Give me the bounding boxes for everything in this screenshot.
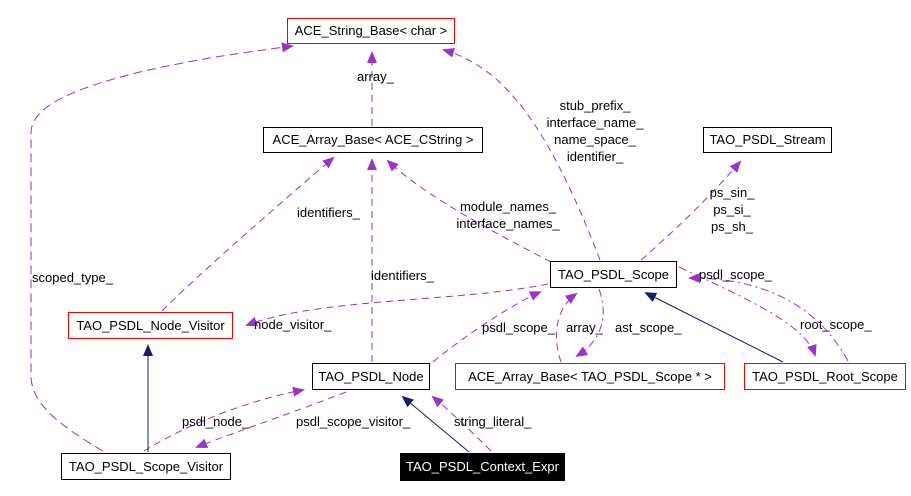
edge-inherit-context-expr-node bbox=[401, 395, 470, 453]
node-tao-psdl-root-scope[interactable]: TAO_PSDL_Root_Scope bbox=[744, 363, 906, 390]
edge-psdl-scope-right bbox=[688, 273, 849, 362]
edge-node-visitor bbox=[245, 283, 549, 327]
edge-psdl-scope-visitor bbox=[195, 391, 347, 449]
edge-inherit-root-scope-scope bbox=[644, 292, 784, 363]
node-tao-psdl-stream[interactable]: TAO_PSDL_Stream bbox=[703, 127, 832, 153]
node-tao-psdl-scope[interactable]: TAO_PSDL_Scope bbox=[550, 261, 677, 288]
node-tao-psdl-scope-visitor[interactable]: TAO_PSDL_Scope_Visitor bbox=[61, 453, 231, 480]
edge-label-psdl-node: psdl_node_ bbox=[182, 414, 250, 429]
edge-ast-scope bbox=[575, 288, 604, 358]
edge-scoped-type bbox=[30, 42, 294, 452]
edge-label-root-scope: root_scope_ bbox=[800, 317, 872, 332]
edge-label-module-names-group: module_names_ interface_names_ bbox=[456, 199, 560, 231]
edge-identifiers-1 bbox=[161, 156, 335, 312]
edge-label-ast-scope: ast_scope_ bbox=[615, 320, 682, 335]
edge-label-stub-prefix-group: stub_prefix_ interface_name_ name_space_… bbox=[546, 98, 644, 164]
edge-label-ps-group: ps_sin_ ps_si_ ps_sh_ bbox=[709, 185, 755, 234]
node-tao-psdl-context-expr: TAO_PSDL_Context_Expr bbox=[400, 453, 565, 481]
edge-label-scoped-type: scoped_type_ bbox=[32, 270, 113, 285]
edge-label-string-literal: string_literal_ bbox=[454, 414, 532, 429]
edge-stub-prefix bbox=[442, 47, 601, 261]
edge-label-psdl-scope-visitor: psdl_scope_visitor_ bbox=[296, 414, 411, 429]
node-ace-array-base-cstring[interactable]: ACE_Array_Base< ACE_CString > bbox=[263, 127, 483, 153]
node-tao-psdl-node[interactable]: TAO_PSDL_Node bbox=[312, 363, 430, 390]
edge-label-node-visitor: node_visitor_ bbox=[254, 317, 332, 332]
node-ace-string-base-char[interactable]: ACE_String_Base< char > bbox=[287, 18, 455, 44]
node-tao-psdl-node-visitor[interactable]: TAO_PSDL_Node_Visitor bbox=[68, 312, 233, 339]
edge-psdl-scope-mid bbox=[432, 291, 542, 363]
edge-psdl-node bbox=[143, 386, 305, 452]
edge-ps-group bbox=[640, 160, 742, 261]
edge-label-psdl-scope-mid: psdl_scope_ bbox=[482, 320, 555, 335]
edge-label-identifiers-2: identifiers_ bbox=[371, 268, 434, 283]
node-ace-array-base-tao-psdl-scope[interactable]: ACE_Array_Base< TAO_PSDL_Scope * > bbox=[455, 363, 725, 390]
edge-label-array-top: array_ bbox=[357, 69, 394, 84]
edge-string-literal bbox=[431, 395, 492, 452]
edge-array-mid bbox=[555, 292, 578, 363]
edge-label-array-mid: array_ bbox=[566, 320, 603, 335]
edge-label-identifiers-1: identifiers_ bbox=[297, 205, 360, 220]
edge-label-psdl-scope-right: psdl_scope_ bbox=[699, 267, 772, 282]
edge-module-names bbox=[386, 159, 552, 263]
